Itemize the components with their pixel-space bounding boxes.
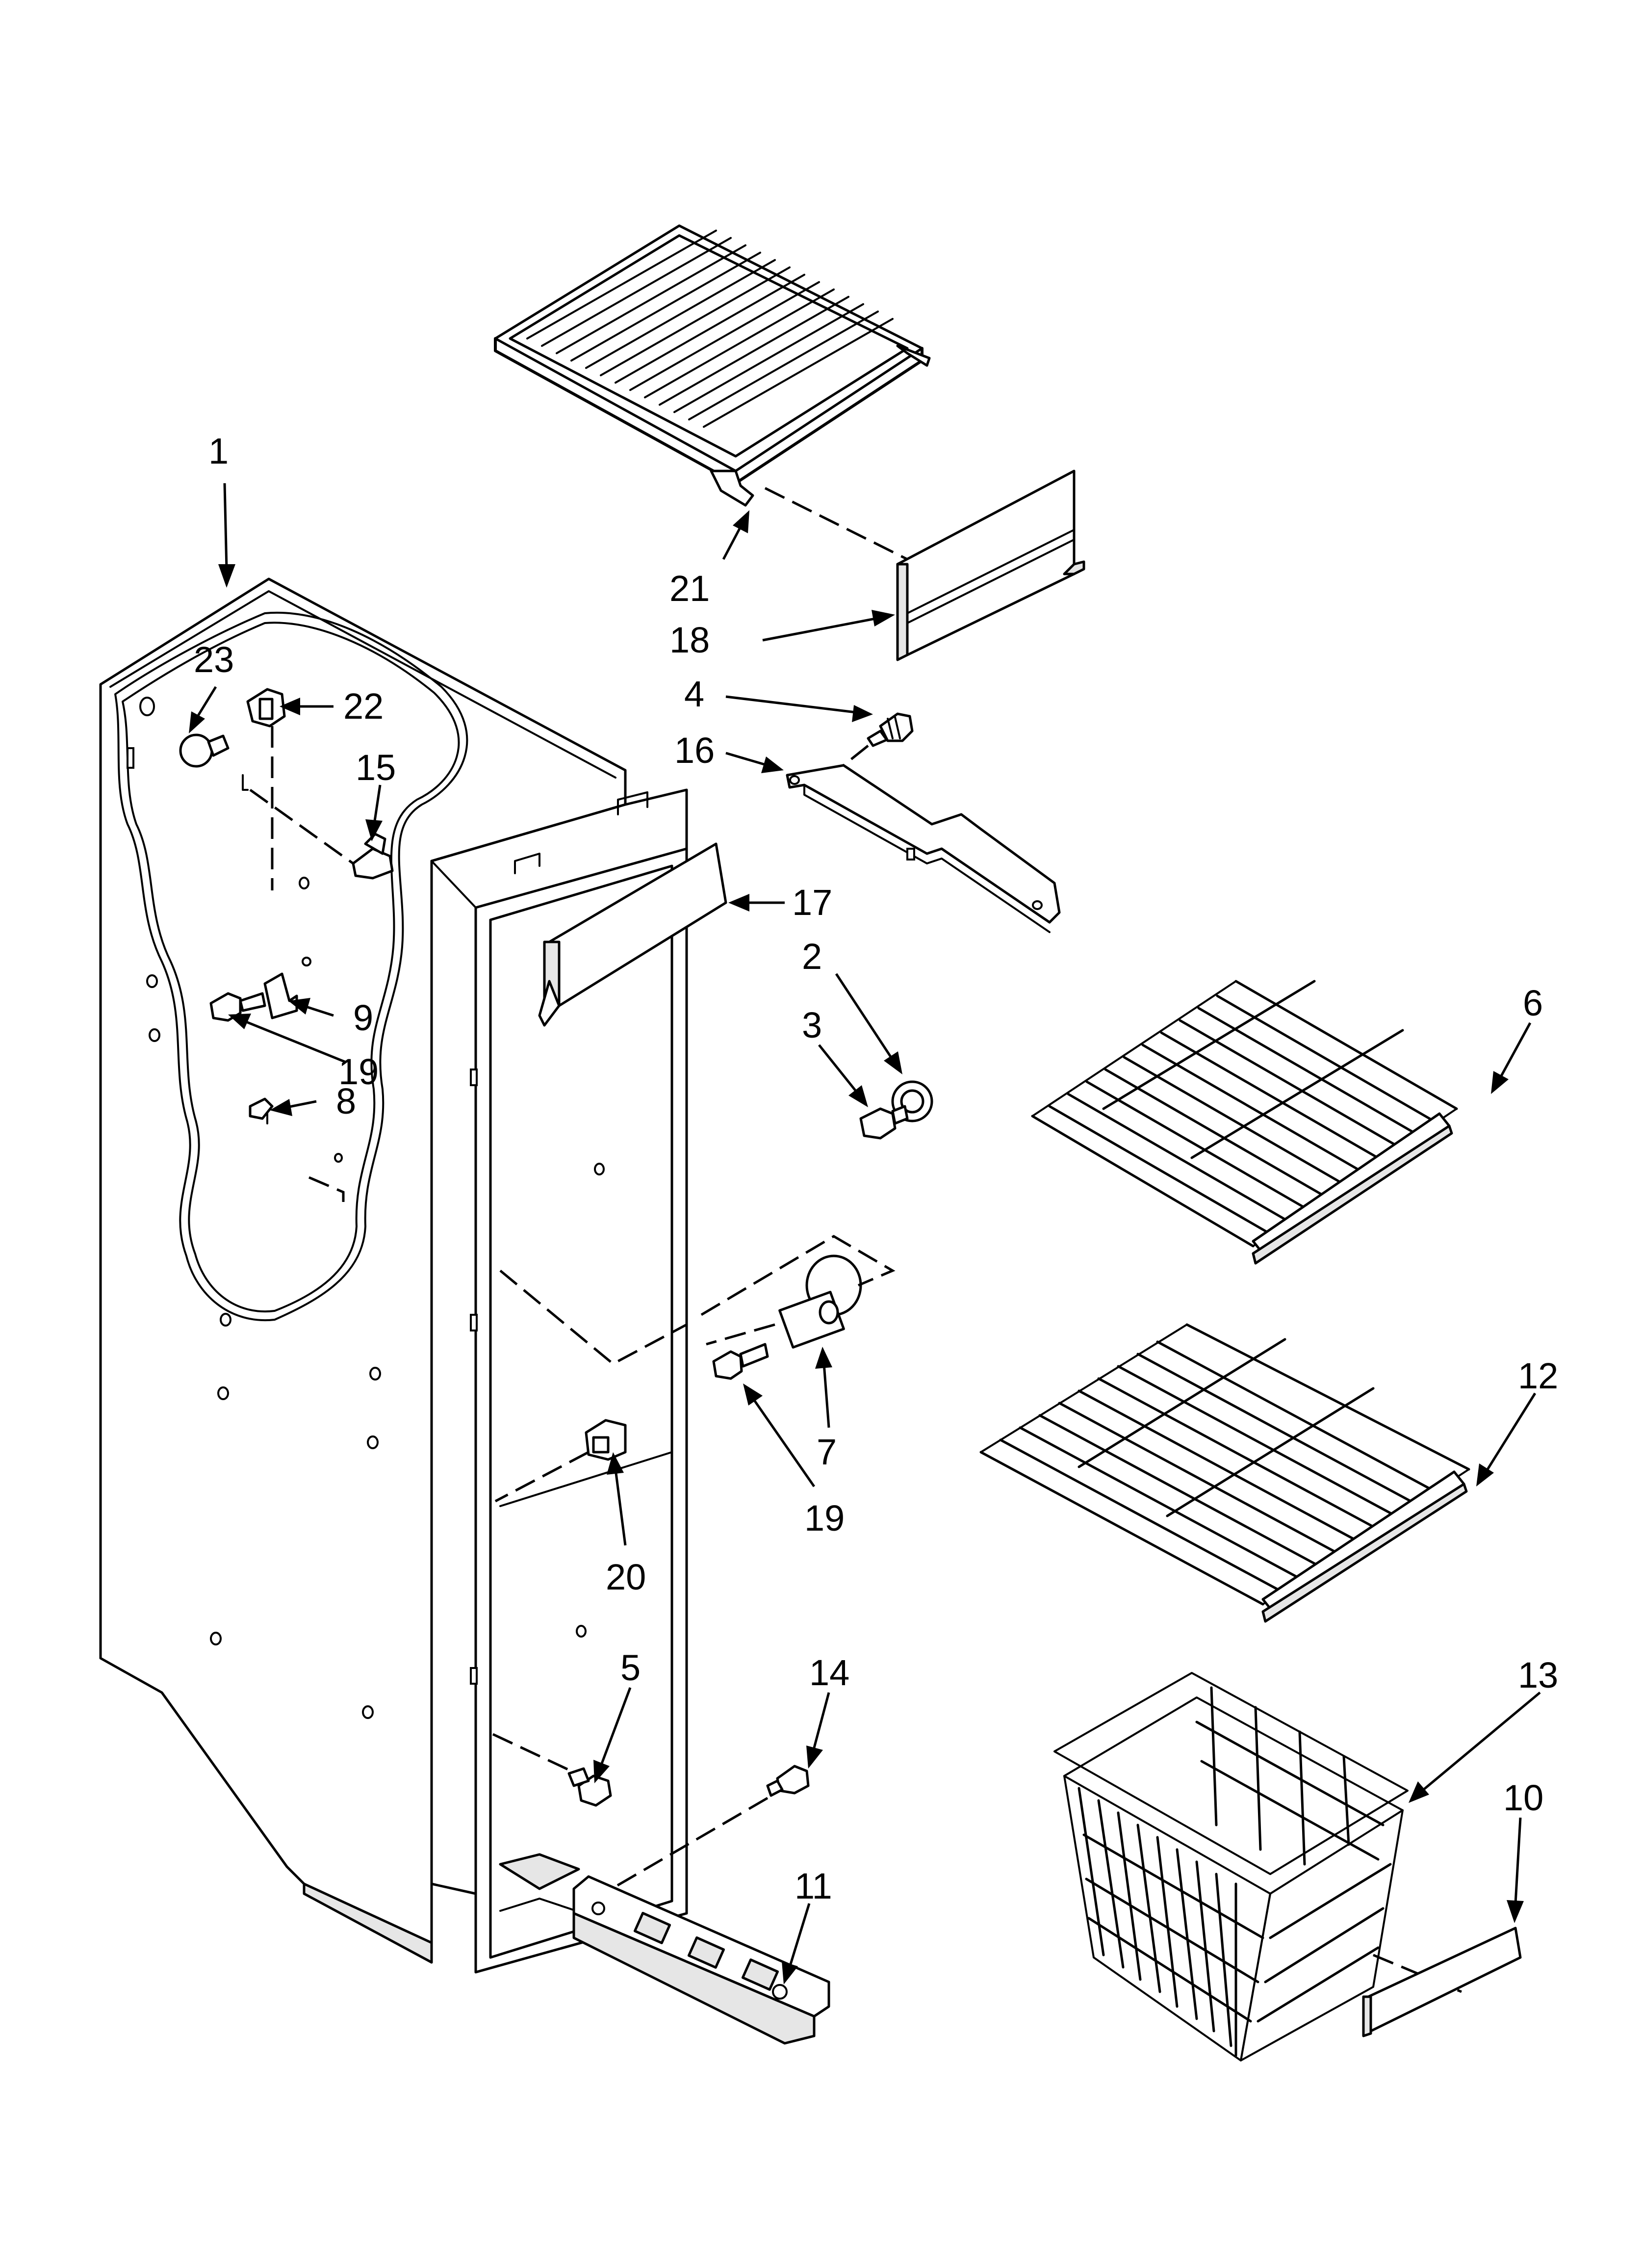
freezer-liner-part-1: [99, 577, 688, 1974]
screw-part-14: [766, 1765, 810, 1797]
callout-1: 1: [208, 431, 229, 471]
callout-20: 20: [606, 1557, 646, 1597]
callout-23: 23: [194, 639, 234, 680]
callout-18: 18: [669, 620, 710, 660]
wire-shelf-part-12: [979, 1323, 1470, 1623]
callout-19-upper: 19: [338, 1051, 379, 1092]
leader-lines: [189, 483, 1541, 1984]
screw-part-3: [859, 1105, 909, 1140]
light-bulb-part-23: [179, 733, 230, 768]
screw-part-5: [567, 1767, 612, 1807]
callout-11: 11: [795, 1866, 832, 1906]
callout-21: 21: [669, 568, 710, 609]
callout-8: 8: [336, 1081, 356, 1121]
callout-10: 10: [1503, 1777, 1543, 1818]
bracket-part-16: [786, 764, 1061, 933]
toe-grille-part-11: [572, 1875, 830, 2045]
screw-part-19-lower: [712, 1343, 769, 1380]
callout-7: 7: [817, 1432, 837, 1472]
callout-2: 2: [802, 936, 822, 977]
callout-3: 3: [802, 1005, 822, 1045]
shelf-front-part-18: [896, 469, 1085, 661]
callout-9: 9: [353, 997, 373, 1038]
wire-shelf-part-6: [1031, 980, 1458, 1265]
screw-part-4: [867, 712, 914, 747]
air-duct-part-17: [538, 842, 727, 1027]
light-socket-part-22: [246, 688, 286, 728]
callout-5: 5: [620, 1647, 641, 1688]
screw-part-19-upper: [209, 992, 266, 1022]
callout-13: 13: [1518, 1655, 1558, 1695]
upper-shelf-part-21: [494, 224, 931, 507]
callout-12: 12: [1518, 1356, 1558, 1396]
knob-part-2: [891, 1080, 933, 1122]
callout-14: 14: [809, 1652, 849, 1693]
callout-6: 6: [1523, 983, 1543, 1023]
control-assembly-part-7: [778, 1254, 862, 1349]
basket-front-part-10: [1362, 1927, 1522, 2037]
callout-19-lower: 19: [804, 1498, 845, 1538]
callout-15: 15: [356, 747, 396, 788]
callout-16: 16: [674, 730, 715, 771]
clip-part-8: [249, 1097, 343, 1163]
switch-part-20: [585, 1419, 627, 1461]
wire-basket-part-13: [1053, 1672, 1409, 2061]
callout-17: 17: [792, 882, 832, 923]
callout-4: 4: [684, 674, 704, 714]
callout-labels: 1 2 3 4 5 6 7 8 9 10 11 12 13 14 15 16 1…: [194, 431, 1558, 1906]
bracket-part-9: [263, 957, 311, 1019]
callout-22: 22: [343, 686, 384, 727]
